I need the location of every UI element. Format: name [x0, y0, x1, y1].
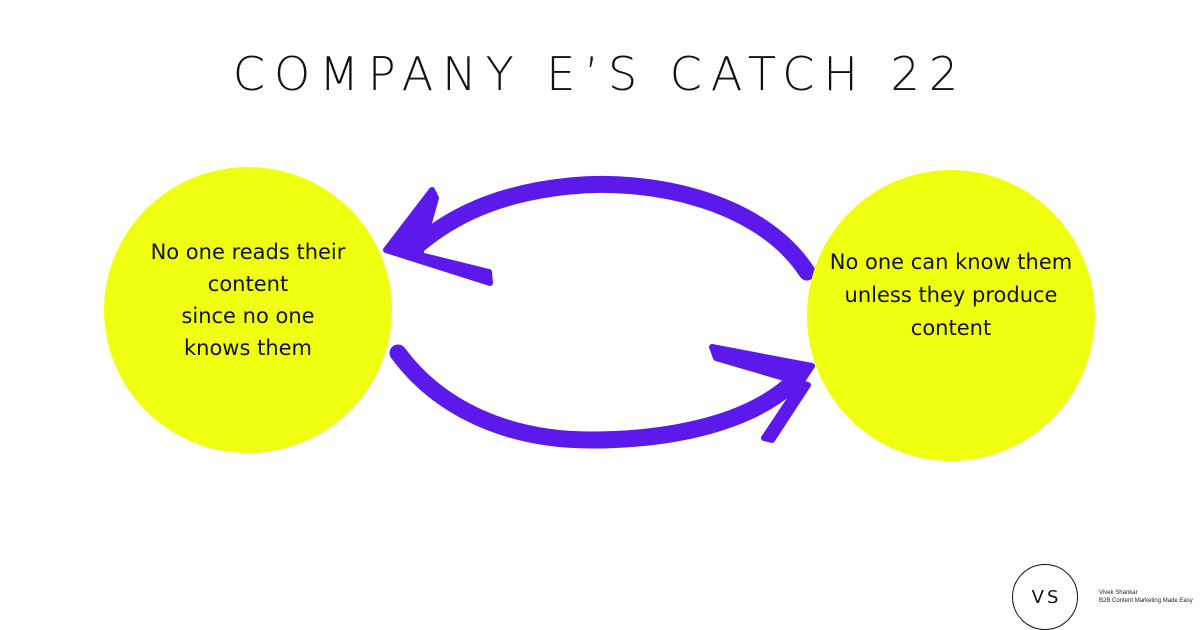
arrow-bottom-head [709, 344, 815, 443]
brand-name: Vivek Shankar [1099, 590, 1138, 596]
logo-initials: VS [1031, 586, 1062, 608]
arrow-bottom-shaft [389, 344, 799, 449]
node-left-text: No one reads their content since no one … [150, 240, 346, 360]
diagram-title: COMPANY E’S CATCH 22 [232, 47, 968, 101]
node-left: No one reads their content since no one … [104, 167, 392, 453]
arrow-top-head [383, 187, 493, 286]
brand-credit: Vivek Shankar B2B Content Marketing Made… [1099, 589, 1193, 605]
brand-tagline: B2B Content Marketing Made Easy [1099, 598, 1193, 604]
node-right: No one can know them unless they produce… [807, 170, 1095, 461]
brand-logo: VS [1012, 564, 1078, 630]
node-right-text: No one can know them unless they produce… [829, 250, 1073, 340]
arrow-top-shaft [401, 175, 816, 281]
